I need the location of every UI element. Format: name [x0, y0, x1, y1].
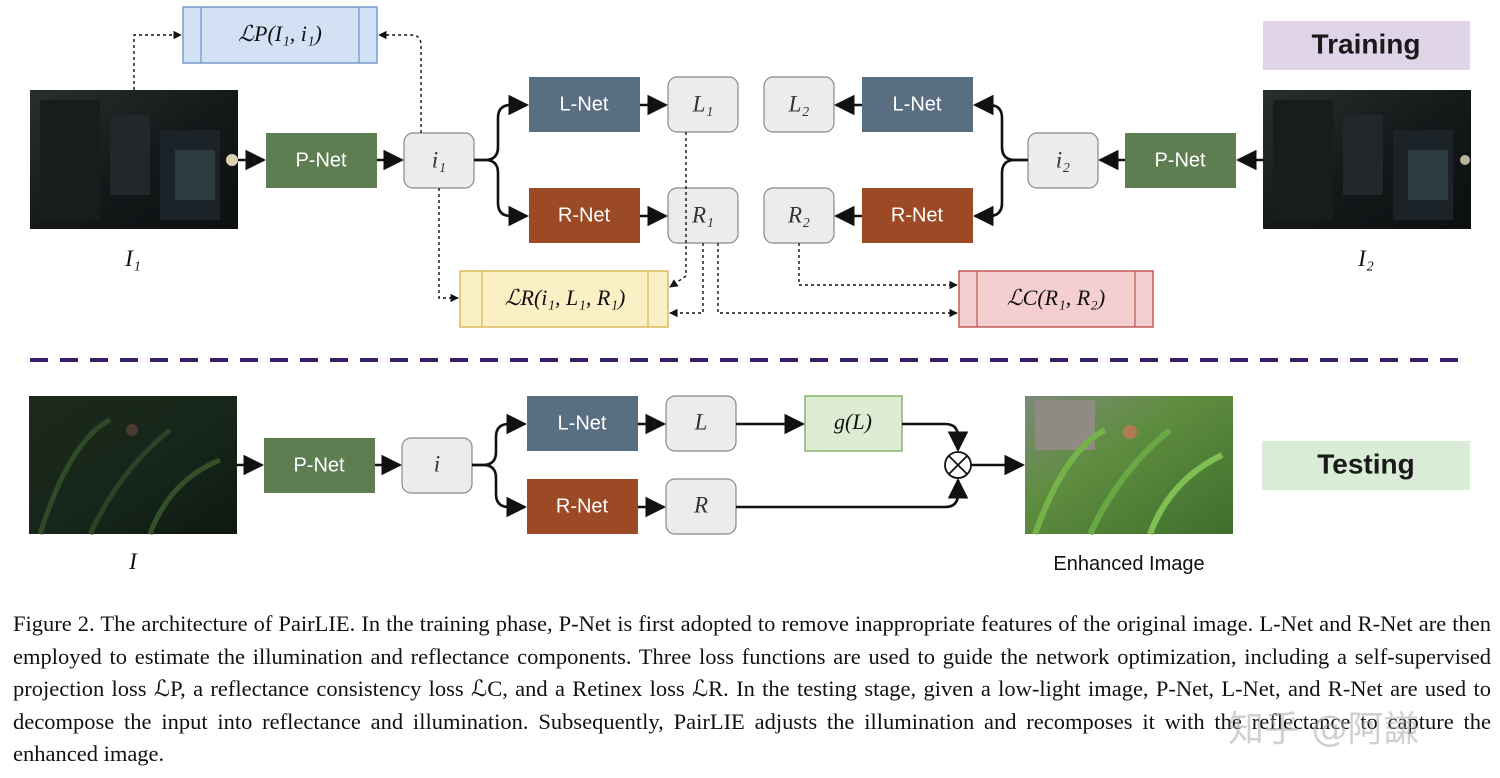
lnet-label: L-Net [558, 412, 607, 434]
loss-c-label: ℒC(R₁, R₂) [1007, 285, 1105, 310]
enhanced-image [1025, 396, 1233, 536]
rnet-block-train-left: R-Net [529, 188, 640, 243]
var-r-node: R [665, 478, 737, 535]
lnet-label: L-Net [893, 93, 942, 115]
var-i2-label: i₂ [1056, 147, 1070, 172]
rnet-label: R-Net [556, 495, 609, 517]
testing-tag-label: Testing [1317, 448, 1414, 479]
zhihu-watermark: 知乎 @阿謙 [1228, 709, 1420, 750]
rnet-block-train-right: R-Net [862, 188, 973, 243]
lnet-block-test: L-Net [527, 396, 638, 451]
loss-dashed-arrows [133, 30, 958, 318]
pnet-label: P-Net [293, 454, 345, 476]
var-r2-node: R₂ [763, 187, 835, 244]
loss-p-box: ℒP(I₁, i₁) [182, 6, 378, 64]
var-i-node: i [401, 437, 473, 494]
enhanced-image-label: Enhanced Image [1053, 553, 1204, 575]
input-label-i2: I₂ [1357, 246, 1374, 271]
pnet-block-test: P-Net [264, 438, 375, 493]
var-i1-node: i₁ [403, 132, 475, 189]
var-i-label: i [434, 451, 440, 476]
gamma-correction-box: g(L) [804, 395, 903, 452]
training-flow-arrows [238, 94, 1263, 227]
pnet-label: P-Net [1154, 149, 1206, 171]
var-r1-node: R₁ [667, 187, 739, 244]
var-l2-label: L₂ [788, 91, 810, 116]
var-r-label: R [693, 492, 708, 517]
rnet-block-test: R-Net [527, 479, 638, 534]
loss-r-label: ℒR(i₁, L₁, R₁) [505, 285, 626, 310]
input-image-i2 [1263, 90, 1471, 229]
var-l-label: L [694, 409, 708, 434]
input-label-i1: I₁ [124, 246, 141, 271]
lnet-block-train-left: L-Net [529, 77, 640, 132]
var-l2-node: L₂ [763, 76, 835, 133]
rnet-label: R-Net [558, 204, 611, 226]
gamma-label: g(L) [834, 409, 872, 434]
var-i2-node: i₂ [1027, 132, 1099, 189]
loss-r-box: ℒR(i₁, L₁, R₁) [459, 270, 669, 328]
input-image-i1 [30, 90, 238, 229]
testing-tag: Testing [1262, 441, 1470, 490]
training-tag: Training [1263, 21, 1470, 70]
multiply-operator [944, 451, 972, 479]
input-label-test: I [128, 549, 138, 574]
lnet-label: L-Net [560, 93, 609, 115]
pnet-label: P-Net [295, 149, 347, 171]
loss-c-box: ℒC(R₁, R₂) [958, 270, 1154, 328]
lnet-block-train-right: L-Net [862, 77, 973, 132]
pnet-block-train-right: P-Net [1125, 133, 1236, 188]
var-l-node: L [665, 395, 737, 452]
input-image-test [29, 396, 237, 536]
var-r1-label: R₁ [691, 202, 714, 227]
loss-p-label: ℒP(I₁, i₁) [238, 21, 322, 46]
var-i1-label: i₁ [432, 147, 446, 172]
training-tag-label: Training [1312, 28, 1421, 59]
var-l1-node: L₁ [667, 76, 739, 133]
var-r2-label: R₂ [787, 202, 810, 227]
rnet-label: R-Net [891, 204, 944, 226]
figure-caption: Figure 2. The architecture of PairLIE. I… [13, 611, 1491, 767]
pnet-block-train-left: P-Net [266, 133, 377, 188]
var-l1-label: L₁ [692, 91, 714, 116]
testing-flow-arrows [237, 413, 1026, 518]
